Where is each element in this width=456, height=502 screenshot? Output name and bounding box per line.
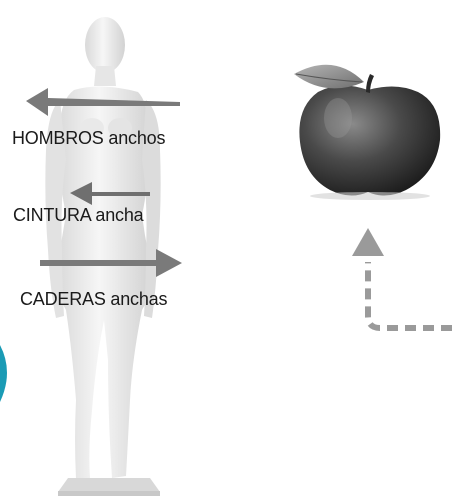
shoulders-label: HOMBROS anchos	[12, 128, 165, 149]
waist-label: CINTURA ancha	[13, 205, 143, 226]
hips-label: CADERAS anchas	[20, 289, 167, 310]
mannequin-icon	[45, 17, 160, 496]
apple-icon	[294, 65, 440, 200]
edge-accent	[0, 345, 7, 402]
dashed-arrow	[352, 228, 452, 328]
